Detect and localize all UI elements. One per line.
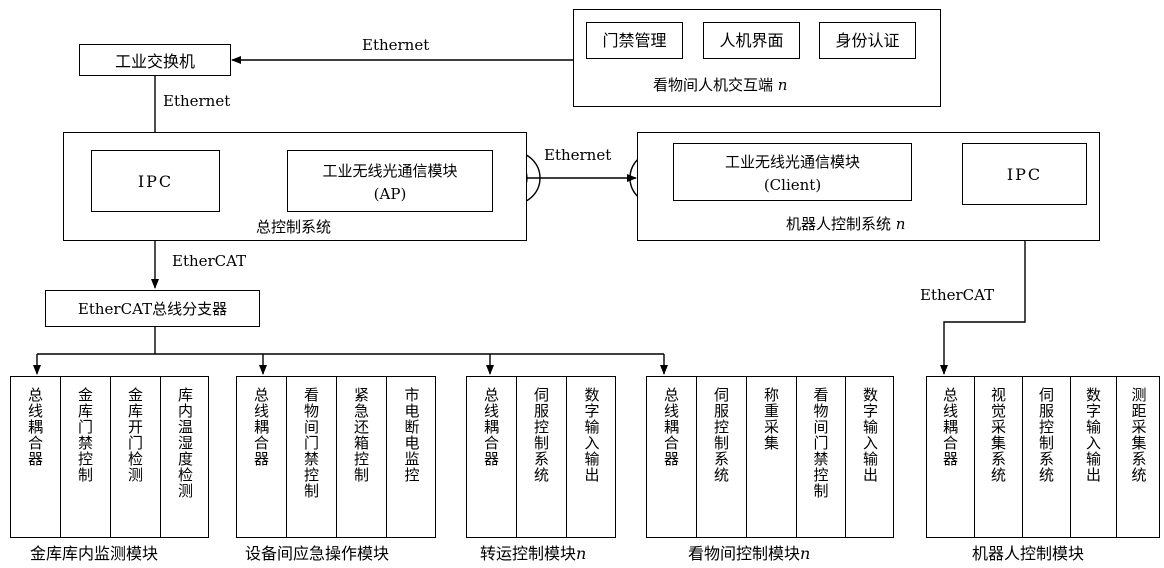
module-cell: 紧急还箱控制	[337, 377, 387, 537]
module-transfer-control-caption-n: n	[576, 544, 587, 563]
master-wireless-box: 工业无线光通信模块 (AP)	[287, 150, 493, 212]
robot-control-caption-text: 机器人控制系统	[786, 215, 892, 233]
module-cell-text: 总线耦合器	[482, 387, 500, 467]
module-cell: 伺服控制系统	[1023, 377, 1071, 537]
module-cell-text: 伺服控制系统	[1037, 387, 1055, 483]
module-cell: 伺服控制系统	[517, 377, 567, 537]
master-ipc-box: IPC	[91, 150, 220, 212]
robot-control-caption-n: n	[895, 215, 906, 233]
module-cell: 称重采集	[747, 377, 797, 537]
module-vault-room-control: 总线耦合器 伺服控制系统 称重采集 看物间门禁控制 数字输入输出	[646, 376, 894, 538]
module-cell-text: 伺服控制系统	[712, 387, 730, 483]
module-cell-text: 数字输入输出	[861, 387, 879, 483]
module-cell-text: 总线耦合器	[26, 387, 44, 467]
robot-wireless-box: 工业无线光通信模块 (Client)	[673, 143, 912, 201]
module-transfer-control: 总线耦合器 伺服控制系统 数字输入输出	[466, 376, 616, 538]
terminal-access-control-label: 门禁管理	[602, 30, 667, 50]
module-cell-text: 数字输入输出	[582, 387, 601, 483]
module-cell-text: 视觉采集系统	[989, 387, 1007, 483]
module-cell: 库内温湿度检测	[161, 377, 210, 537]
module-vault-monitor-caption: 金库库内监测模块	[30, 544, 159, 563]
module-vault-room-control-caption-text: 看物间控制模块	[688, 544, 801, 563]
module-cell-text: 数字输入输出	[1084, 387, 1102, 483]
module-cell-text: 金库门禁控制	[76, 387, 94, 483]
module-cell: 伺服控制系统	[697, 377, 747, 537]
ethernet-mid-label: Ethernet	[544, 146, 612, 164]
module-cell: 金库开门检测	[111, 377, 161, 537]
module-cell: 市电断电监控	[387, 377, 437, 537]
module-cell: 看物间门禁控制	[287, 377, 337, 537]
module-cell: 总线耦合器	[237, 377, 287, 537]
module-cell-text: 看物间门禁控制	[811, 387, 830, 499]
module-transfer-control-caption: 转运控制模块n	[480, 546, 586, 562]
robot-wireless-label: 工业无线光通信模块	[724, 152, 860, 171]
module-cell-text: 总线耦合器	[662, 387, 680, 467]
robot-wireless-client-label: (Client)	[763, 175, 822, 194]
terminal-identity-label: 身份认证	[835, 30, 900, 50]
ethercat-splitter-box: EtherCAT总线分支器	[45, 290, 260, 327]
module-cell-text: 总线耦合器	[941, 387, 959, 467]
master-ipc-label: IPC	[137, 171, 174, 191]
module-emergency-ops: 总线耦合器 看物间门禁控制 紧急还箱控制 市电断电监控	[236, 376, 436, 538]
terminal-caption: 看物间人机交互端 n	[653, 78, 787, 93]
module-cell: 总线耦合器	[11, 377, 61, 537]
module-cell-text: 看物间门禁控制	[302, 387, 320, 499]
module-cell: 数字输入输出	[1071, 377, 1117, 537]
robot-ipc-label: IPC	[1006, 164, 1043, 184]
module-cell-text: 紧急还箱控制	[352, 387, 370, 483]
terminal-hmi-label: 人机界面	[719, 30, 784, 50]
master-control-caption: 总控制系统	[256, 218, 332, 236]
terminal-access-control-box: 门禁管理	[586, 22, 683, 59]
ethercat-robot-label: EtherCAT	[920, 286, 995, 304]
module-cell: 金库门禁控制	[61, 377, 111, 537]
terminal-identity-box: 身份认证	[819, 22, 916, 59]
module-cell-text: 金库开门检测	[126, 387, 144, 483]
module-transfer-control-caption-text: 转运控制模块	[480, 544, 577, 563]
ethernet-switch-label: Ethernet	[163, 92, 231, 110]
module-cell: 总线耦合器	[927, 377, 975, 537]
module-cell: 看物间门禁控制	[797, 377, 846, 537]
module-cell: 测距采集系统	[1117, 377, 1161, 537]
robot-control-caption: 机器人控制系统 n	[786, 217, 905, 232]
module-cell: 数字输入输出	[846, 377, 895, 537]
module-cell: 总线耦合器	[467, 377, 517, 537]
terminal-caption-n: n	[777, 76, 788, 94]
module-cell-text: 称重采集	[762, 387, 780, 451]
module-vault-room-control-caption-n: n	[800, 544, 811, 563]
module-cell: 数字输入输出	[567, 377, 617, 537]
module-robot-control-caption: 机器人控制模块	[972, 544, 1085, 563]
ethercat-main-label: EtherCAT	[172, 252, 247, 270]
module-cell-text: 库内温湿度检测	[176, 387, 194, 499]
terminal-hmi-box: 人机界面	[703, 22, 800, 59]
module-cell: 视觉采集系统	[975, 377, 1023, 537]
ethercat-splitter-label: EtherCAT总线分支器	[77, 300, 228, 318]
module-robot-control: 总线耦合器 视觉采集系统 伺服控制系统 数字输入输出 测距采集系统	[926, 376, 1160, 538]
module-vault-monitor: 总线耦合器 金库门禁控制 金库开门检测 库内温湿度检测	[10, 376, 209, 538]
industrial-switch-box: 工业交换机	[79, 44, 231, 76]
module-cell-text: 测距采集系统	[1129, 387, 1148, 483]
module-emergency-ops-caption: 设备间应急操作模块	[245, 544, 390, 563]
robot-ipc-box: IPC	[962, 143, 1087, 205]
module-cell: 总线耦合器	[647, 377, 697, 537]
module-cell-text: 总线耦合器	[252, 387, 270, 467]
industrial-switch-label: 工业交换机	[114, 52, 195, 71]
module-cell-text: 伺服控制系统	[532, 387, 550, 483]
ethercat-robot-link	[940, 205, 1026, 375]
module-vault-room-control-caption: 看物间控制模块n	[688, 546, 810, 562]
master-wireless-label: 工业无线光通信模块	[322, 161, 458, 180]
terminal-caption-text: 看物间人机交互端	[653, 76, 774, 94]
ethernet-top-label: Ethernet	[362, 36, 430, 54]
master-wireless-ap-label: (AP)	[373, 184, 407, 203]
module-cell-text: 市电断电监控	[402, 387, 421, 483]
